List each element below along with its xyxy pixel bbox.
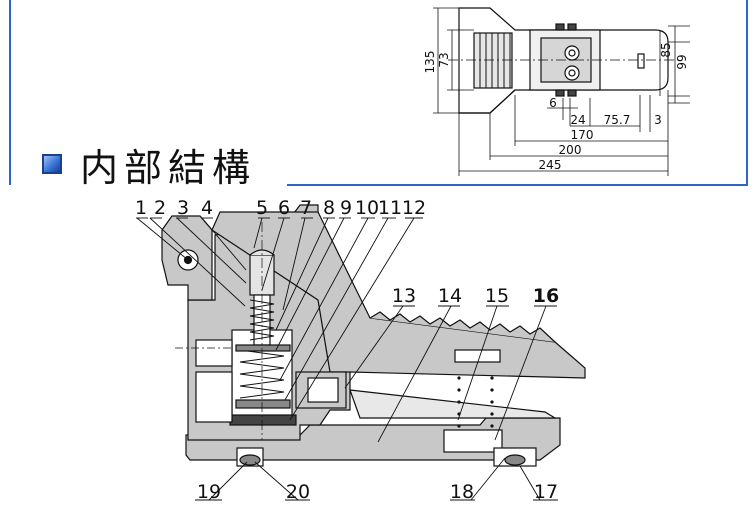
section-title: 内部結構: [80, 145, 257, 190]
part-label-20: 20: [286, 481, 310, 503]
part-label-15: 15: [485, 285, 509, 307]
dim-99: 99: [675, 54, 689, 69]
part-label-18: 18: [450, 481, 474, 503]
part-label-1: 1: [135, 197, 147, 219]
section-heading: 内部結構: [42, 136, 256, 192]
part-label-17: 17: [534, 481, 558, 503]
dim-73: 73: [437, 52, 451, 67]
dim-6: 6: [549, 96, 557, 110]
part-label-8: 8: [323, 197, 335, 219]
frame-right-border: [746, 0, 748, 185]
dim-75-7: 75.7: [604, 113, 631, 127]
frame-bottom-border: [287, 184, 748, 186]
part-label-14: 14: [438, 285, 462, 307]
part-label-13: 13: [392, 285, 416, 307]
part-label-2: 2: [154, 197, 166, 219]
dim-3: 3: [654, 113, 662, 127]
leader-lines: [136, 217, 558, 501]
dim-135: 135: [423, 51, 437, 74]
part-label-10: 10: [355, 197, 379, 219]
section-view: [161, 204, 586, 467]
dim-245: 245: [539, 158, 562, 172]
top-view: [433, 7, 690, 176]
part-label-9: 9: [340, 197, 352, 219]
part-label-4: 4: [201, 197, 213, 219]
part-label-16: 16: [533, 285, 559, 307]
dim-170: 170: [571, 128, 594, 142]
dim-24: 24: [570, 113, 585, 127]
part-label-3: 3: [177, 197, 189, 219]
part-label-11: 11: [378, 197, 402, 219]
dim-85: 85: [659, 42, 673, 57]
part-label-12: 12: [402, 197, 426, 219]
part-label-6: 6: [278, 197, 290, 219]
square-bullet-icon: [42, 154, 62, 174]
part-label-19: 19: [197, 481, 221, 503]
part-label-7: 7: [300, 197, 312, 219]
dim-200: 200: [559, 143, 582, 157]
frame-left-border: [9, 0, 11, 185]
part-label-5: 5: [256, 197, 268, 219]
